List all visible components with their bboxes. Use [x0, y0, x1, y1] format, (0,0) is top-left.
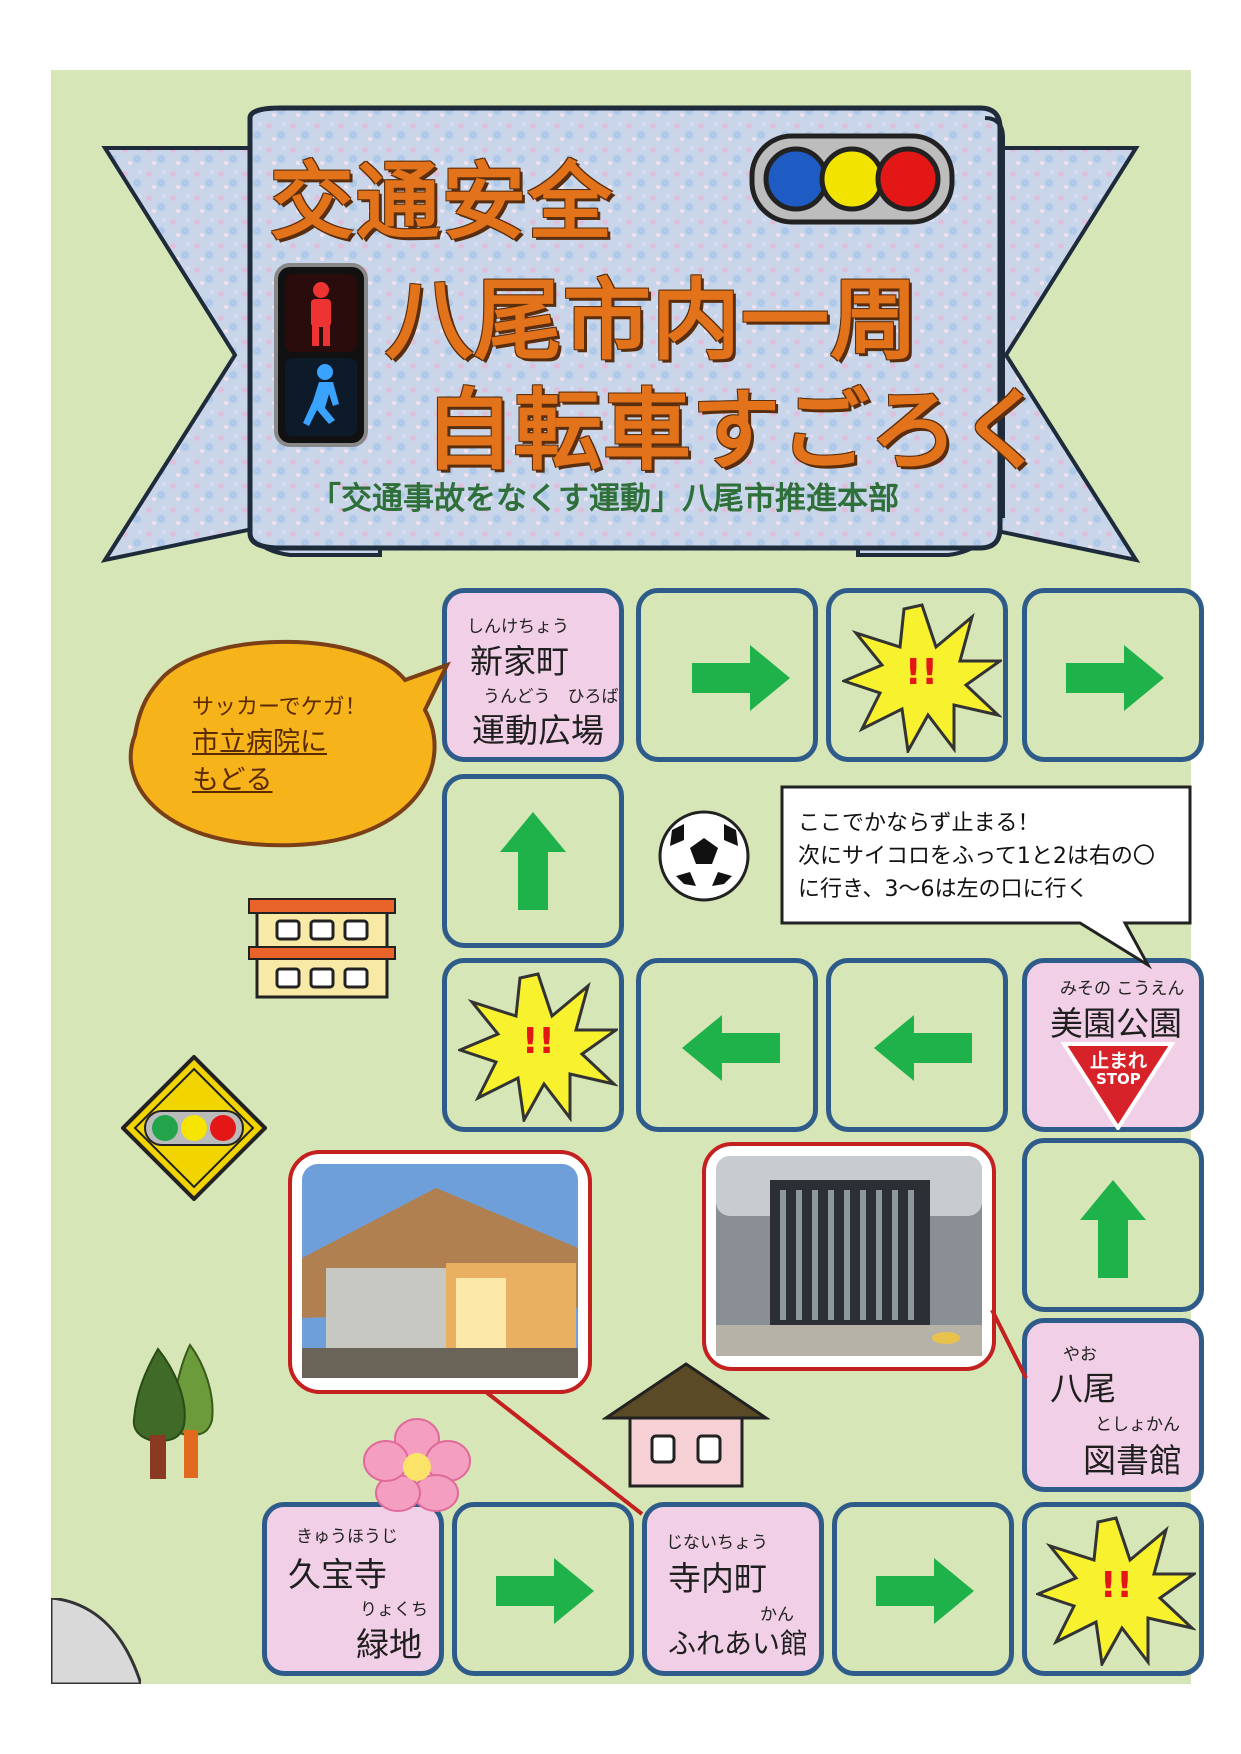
building-icon	[248, 898, 396, 999]
square-kyuhoji-green[interactable]	[262, 1502, 444, 1676]
ruby-kyuhoji: きゅうほうじ	[296, 1527, 398, 1547]
stop-note-line-1: ここでかならず止まる！	[798, 811, 1040, 836]
arrow-icon	[1080, 1180, 1146, 1278]
place-ryokuchi: 緑地	[356, 1625, 422, 1664]
stop-note-line-3: に行き、3～6は左の口に行く	[798, 877, 1089, 902]
traffic-light-icon	[749, 133, 955, 225]
stop-note-callout	[780, 785, 1192, 970]
arrow-icon	[876, 1558, 974, 1624]
penalty-line-2: 市立病院に	[192, 727, 327, 758]
square-shinkecho-sports-ground[interactable]	[442, 588, 624, 762]
arrow-icon	[692, 645, 790, 711]
event-mark: !!	[1100, 1565, 1133, 1606]
arrow-icon	[874, 1015, 972, 1081]
place-sports-ground: 運動広場	[472, 711, 604, 750]
place-jinaicho: 寺内町	[668, 1559, 767, 1598]
arrow-icon	[682, 1015, 780, 1081]
square-jinaicho-fureai-hall[interactable]	[642, 1502, 824, 1676]
corner-decoration	[51, 1598, 141, 1684]
title-line-2: 八尾市内一周	[385, 269, 920, 372]
explosion-icon	[842, 603, 1002, 753]
title-line-3: 自転車すごろく	[425, 379, 1049, 482]
place-fureai-hall: ふれあい館	[668, 1627, 809, 1660]
library-photo-callout	[702, 1142, 1028, 1379]
ruby-kan: かん	[760, 1605, 794, 1625]
fureai-hall-photo-callout	[288, 1150, 644, 1516]
pedestrian-signal-icon	[274, 263, 368, 447]
tree-icon	[132, 1343, 214, 1479]
arrow-icon	[496, 1558, 594, 1624]
ruby-jinaicho: じないちょう	[666, 1533, 768, 1553]
title-line-1: 交通安全	[270, 153, 615, 251]
arrow-icon	[1066, 645, 1164, 711]
stop-note-line-2: 次にサイコロをふって1と2は右の〇	[798, 844, 1155, 869]
ruby-ryokuchi: りょくち	[360, 1600, 428, 1620]
flower-icon	[363, 1418, 471, 1512]
ruby-yao: やお	[1063, 1345, 1097, 1365]
place-misono-park: 美園公園	[1050, 1004, 1182, 1043]
place-kyuhoji: 久宝寺	[288, 1555, 387, 1594]
ruby-sports-ground: うんどう ひろば	[483, 687, 619, 707]
house-icon	[602, 1362, 770, 1488]
event-mark: !!	[522, 1021, 555, 1062]
explosion-icon	[1036, 1516, 1196, 1666]
place-shinkecho: 新家町	[470, 642, 569, 681]
penalty-speech-bubble	[128, 639, 451, 848]
signal-ahead-sign-icon	[121, 1055, 267, 1201]
square-yao-library[interactable]	[1022, 1318, 1204, 1492]
place-yao: 八尾	[1050, 1369, 1116, 1408]
event-mark: !!	[905, 652, 938, 693]
penalty-line-1: サッカーでケガ！	[192, 695, 367, 720]
place-library: 図書館	[1083, 1441, 1182, 1480]
ruby-misono-park: みその こうえん	[1060, 979, 1185, 999]
soccer-ball-icon	[658, 810, 750, 902]
stop-sign-label: 止まれ	[1090, 1050, 1148, 1072]
arrow-icon	[500, 812, 566, 910]
organizer-subtitle: 「交通事故をなくす運動」八尾市推進本部	[310, 481, 899, 517]
ruby-shinkecho: しんけちょう	[467, 617, 569, 637]
ruby-library: としょかん	[1095, 1415, 1180, 1435]
explosion-icon	[458, 972, 618, 1122]
stop-sign-label-en: STOP	[1096, 1070, 1141, 1088]
stop-sign-icon	[1060, 1042, 1176, 1130]
penalty-line-3: もどる	[192, 765, 273, 796]
